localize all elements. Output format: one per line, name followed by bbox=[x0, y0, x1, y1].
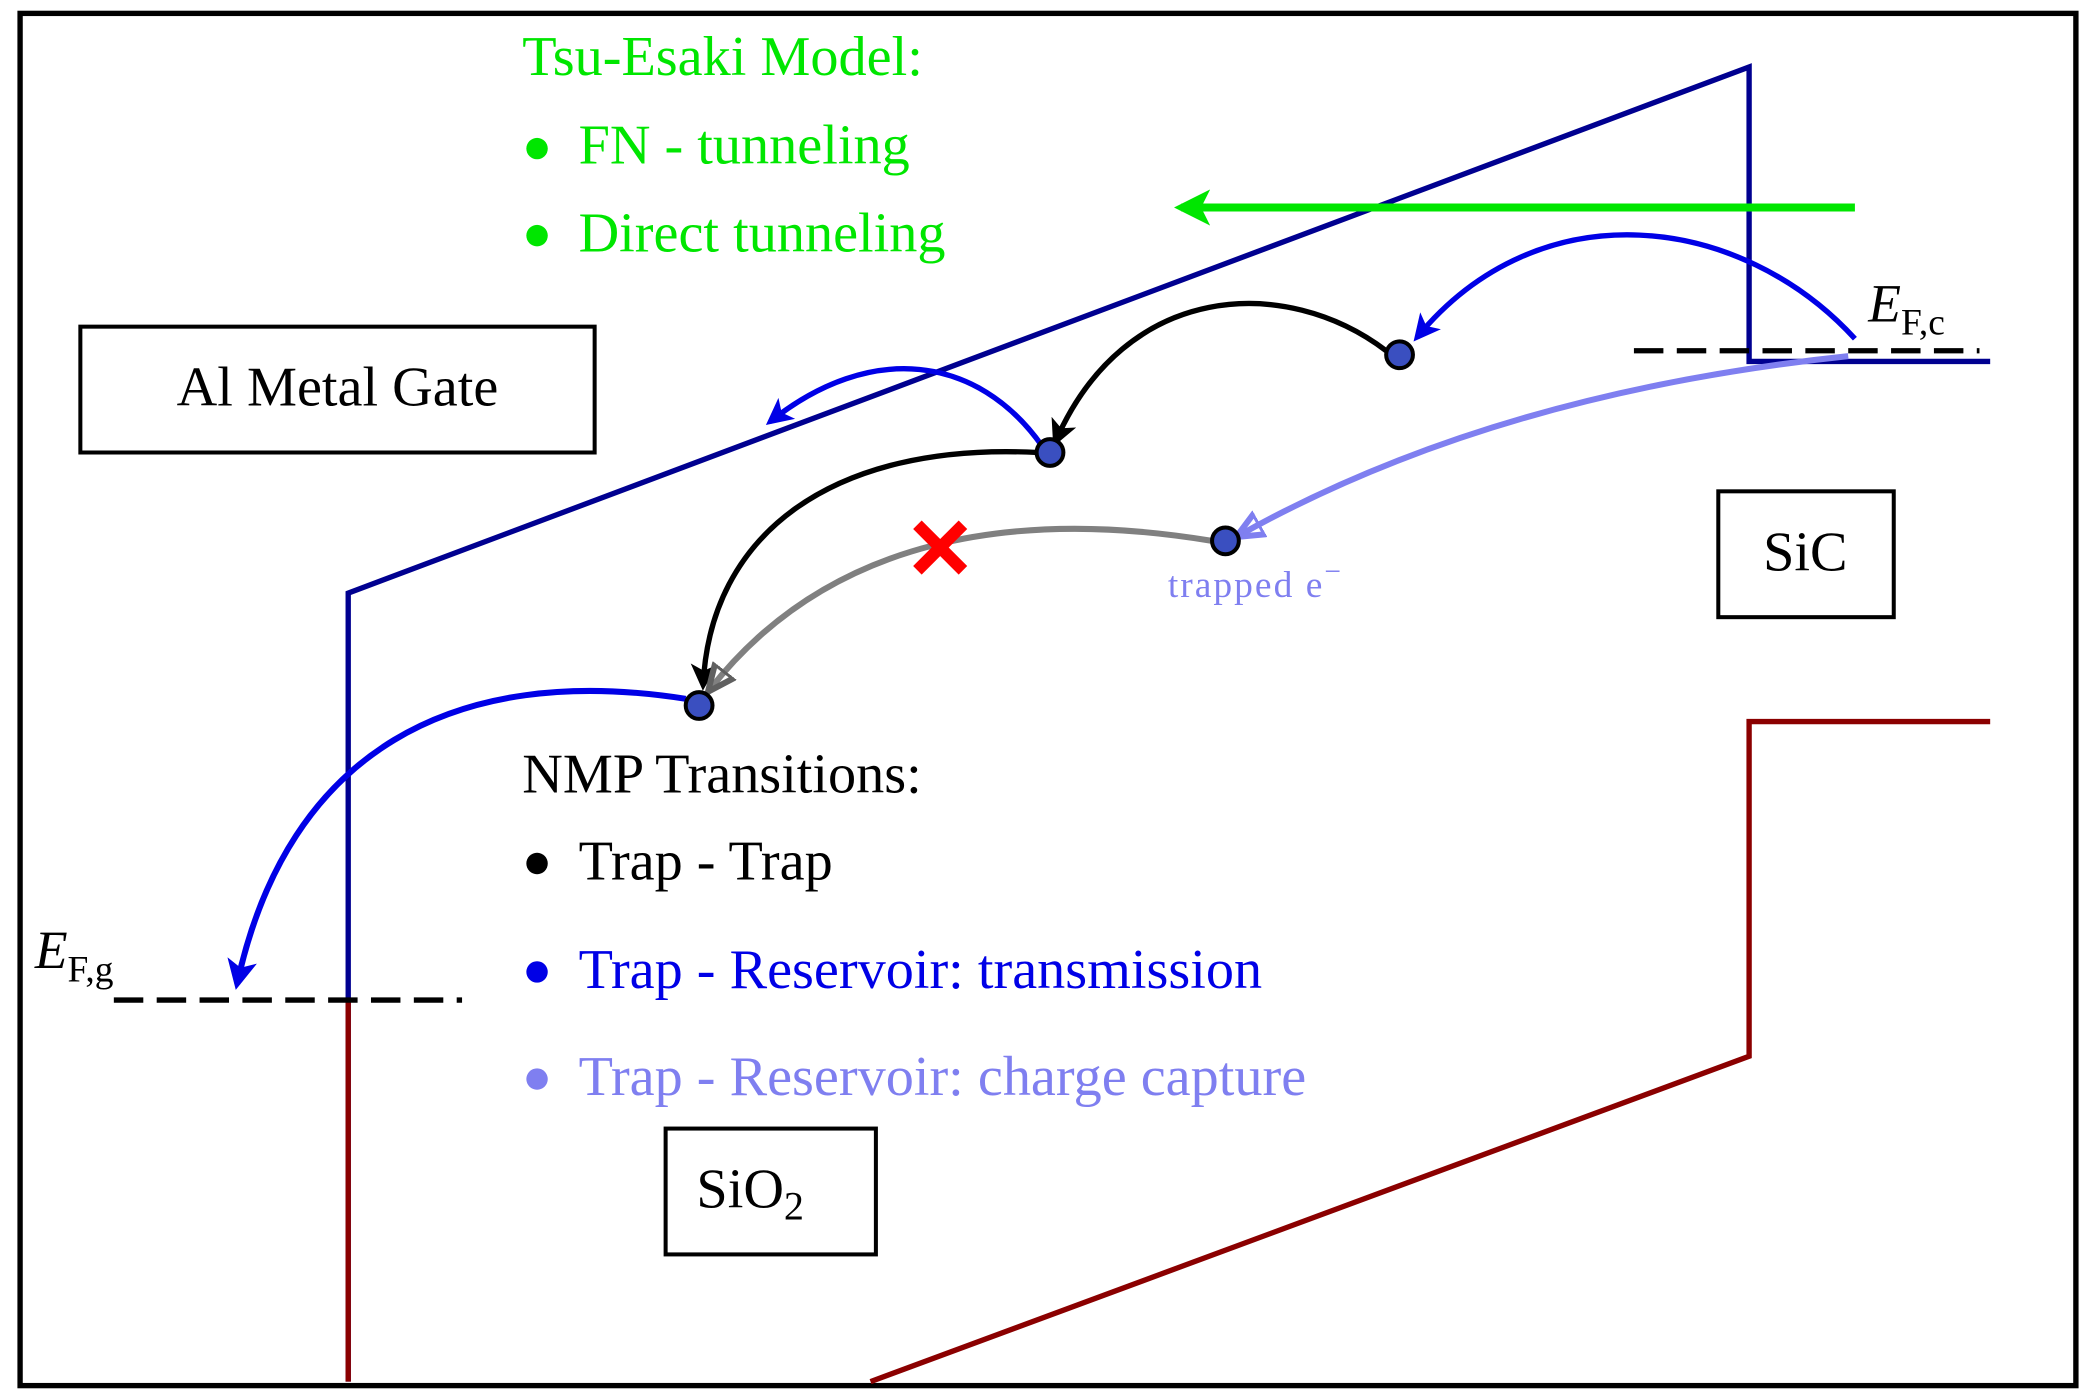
tsu-esaki-legend: Tsu-Esaki Model: FN - tunneling Direct t… bbox=[522, 26, 945, 265]
oxide-subscript: 2 bbox=[784, 1184, 804, 1229]
gate-label: Al Metal Gate bbox=[177, 357, 499, 419]
transmission-arrow-channel-trap bbox=[1413, 232, 1857, 342]
substrate-region-label: SiC bbox=[1716, 489, 1896, 620]
transmission-arrow-trap-gate-lower bbox=[227, 687, 687, 990]
nmp-title: NMP Transitions: bbox=[522, 744, 921, 806]
trap-1 bbox=[1384, 339, 1415, 371]
svg-text:SiO2: SiO2 bbox=[696, 1159, 804, 1229]
transmission-arrow-trap-gate-upper bbox=[765, 366, 1045, 448]
bullet-icon bbox=[526, 1068, 548, 1090]
tsu-esaki-item-fn: FN - tunneling bbox=[579, 114, 910, 176]
tsu-esaki-title: Tsu-Esaki Model: bbox=[522, 26, 923, 88]
bullet-icon bbox=[526, 137, 548, 160]
nmp-item-transmission: Trap - Reservoir: transmission bbox=[579, 939, 1263, 1001]
conduction-band-edge bbox=[345, 63, 1991, 1382]
trap-2 bbox=[1034, 437, 1066, 468]
blocked-transition-arrow bbox=[710, 525, 1213, 690]
trap-3-trapped bbox=[1210, 525, 1241, 557]
fermi-gate-label: EF,g bbox=[34, 920, 114, 990]
nmp-item-charge-capture: Trap - Reservoir: charge capture bbox=[579, 1046, 1307, 1108]
oxide-region-label: SiO2 bbox=[663, 1126, 878, 1257]
substrate-label: SiC bbox=[1763, 521, 1847, 583]
frame-border bbox=[17, 10, 2079, 1389]
bullet-icon bbox=[526, 224, 548, 247]
oxide-label: SiO bbox=[696, 1159, 784, 1221]
blocked-mark-icon bbox=[913, 520, 968, 575]
bullet-icon bbox=[526, 852, 548, 875]
fermi-channel-label: EF,c bbox=[1867, 273, 1945, 343]
charge-capture-arrow bbox=[1239, 353, 1849, 535]
trap-trap-arrow-1 bbox=[1051, 300, 1388, 447]
trap-trap-arrow-2 bbox=[690, 449, 1039, 691]
tsu-esaki-item-direct: Direct tunneling bbox=[579, 203, 946, 265]
nmp-item-trap-trap: Trap - Trap bbox=[579, 831, 833, 893]
gate-region-label: Al Metal Gate bbox=[78, 324, 597, 455]
valence-band-edge-oxide bbox=[869, 718, 1991, 1385]
trapped-electron-label: trapped e− bbox=[1168, 556, 1343, 606]
bullet-icon bbox=[526, 961, 548, 983]
trap-4 bbox=[683, 690, 715, 721]
nmp-legend: NMP Transitions: Trap - Trap Trap - Rese… bbox=[522, 744, 1306, 1109]
